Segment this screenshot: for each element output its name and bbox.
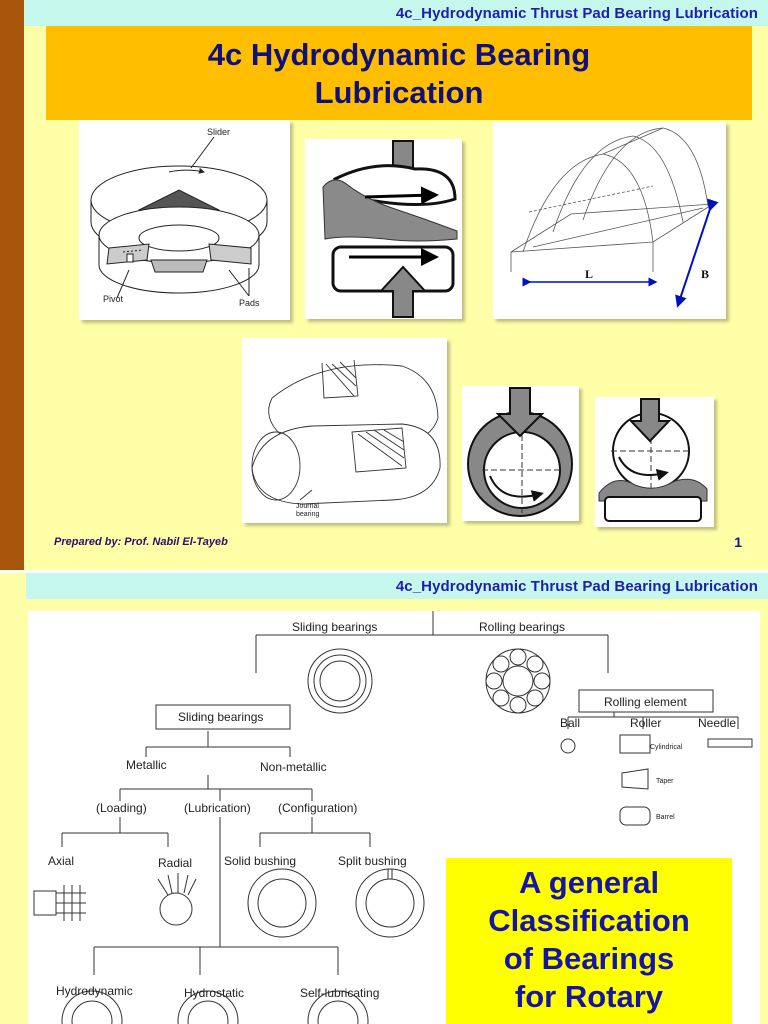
self-lubricating-label: Self-lubricating [300, 986, 379, 1000]
taper-label: Taper [656, 778, 674, 785]
page-number: 1 [734, 534, 742, 550]
lubricant-wedge-figure [305, 139, 462, 319]
classification-callout: A general Classification of Bearings for… [446, 858, 732, 1024]
callout-line-3: of Bearings [503, 941, 675, 976]
pivot-label: Pivot [103, 294, 124, 304]
length-label: L [585, 267, 593, 281]
callout-line-2: Classification [488, 903, 690, 938]
journal-label-1: Journal [296, 503, 319, 510]
hydrodynamic-label: Hydrodynamic [56, 984, 133, 998]
pressure-distribution-figure: L B [493, 122, 726, 319]
lubrication-label: (Lubrication) [184, 801, 251, 815]
title-box: 4c Hydrodynamic Bearing Lubrication [46, 26, 752, 120]
cylindrical-label: Cylindrical [650, 744, 683, 751]
needle-label: Needle [698, 716, 736, 730]
configuration-label: (Configuration) [278, 801, 357, 815]
axial-label: Axial [48, 854, 74, 868]
barrel-label: Barrel [656, 814, 675, 821]
loading-label: (Loading) [96, 801, 147, 815]
header-bar-2: 4c_Hydrodynamic Thrust Pad Bearing Lubri… [26, 573, 768, 599]
author-credit: Prepared by: Prof. Nabil El-Tayeb [54, 536, 228, 548]
callout-line-4: for Rotary [514, 979, 664, 1014]
journal-rotation-figure-1 [462, 386, 579, 521]
slide-2: 4c_Hydrodynamic Thrust Pad Bearing Lubri… [0, 573, 768, 1024]
header-bar: 4c_Hydrodynamic Thrust Pad Bearing Lubri… [24, 0, 768, 26]
thrust-bearing-figure: Slider Pivot Pads [79, 120, 290, 320]
callout-text: A general Classification of Bearings for… [446, 864, 732, 1016]
sliding-bearings-top: Sliding bearings [292, 620, 377, 634]
slide-header: 4c_Hydrodynamic Thrust Pad Bearing Lubri… [395, 5, 758, 22]
roller-label: Roller [630, 716, 661, 730]
slide-1: 4c_Hydrodynamic Thrust Pad Bearing Lubri… [0, 0, 768, 570]
left-accent-bar [0, 0, 24, 570]
metallic-label: Metallic [126, 758, 167, 772]
non-metallic-label: Non-metallic [260, 760, 327, 774]
pads-label: Pads [239, 298, 260, 308]
split-bushing-label: Split bushing [338, 854, 407, 868]
slider-label: Slider [207, 127, 230, 137]
title-line-2: Lubrication [314, 75, 484, 110]
slide-header-2: 4c_Hydrodynamic Thrust Pad Bearing Lubri… [395, 578, 758, 595]
solid-bushing-label: Solid bushing [224, 854, 296, 868]
journal-rotation-figure-2 [595, 397, 714, 527]
title-line-1: 4c Hydrodynamic Bearing [207, 37, 591, 72]
rolling-bearings-top: Rolling bearings [479, 620, 565, 634]
radial-label: Radial [158, 856, 192, 870]
width-label: B [701, 267, 709, 281]
sliding-bearings-box: Sliding bearings [178, 710, 263, 724]
ball-label: Ball [560, 716, 580, 730]
journal-label-2: bearing [296, 511, 319, 518]
journal-bearing-figure: Journal bearing [242, 338, 447, 523]
slide-title: 4c Hydrodynamic Bearing Lubrication [46, 36, 752, 112]
callout-line-1: A general [518, 865, 660, 900]
hydrostatic-label: Hydrostatic [184, 986, 244, 1000]
rolling-element-box: Rolling element [604, 695, 687, 709]
